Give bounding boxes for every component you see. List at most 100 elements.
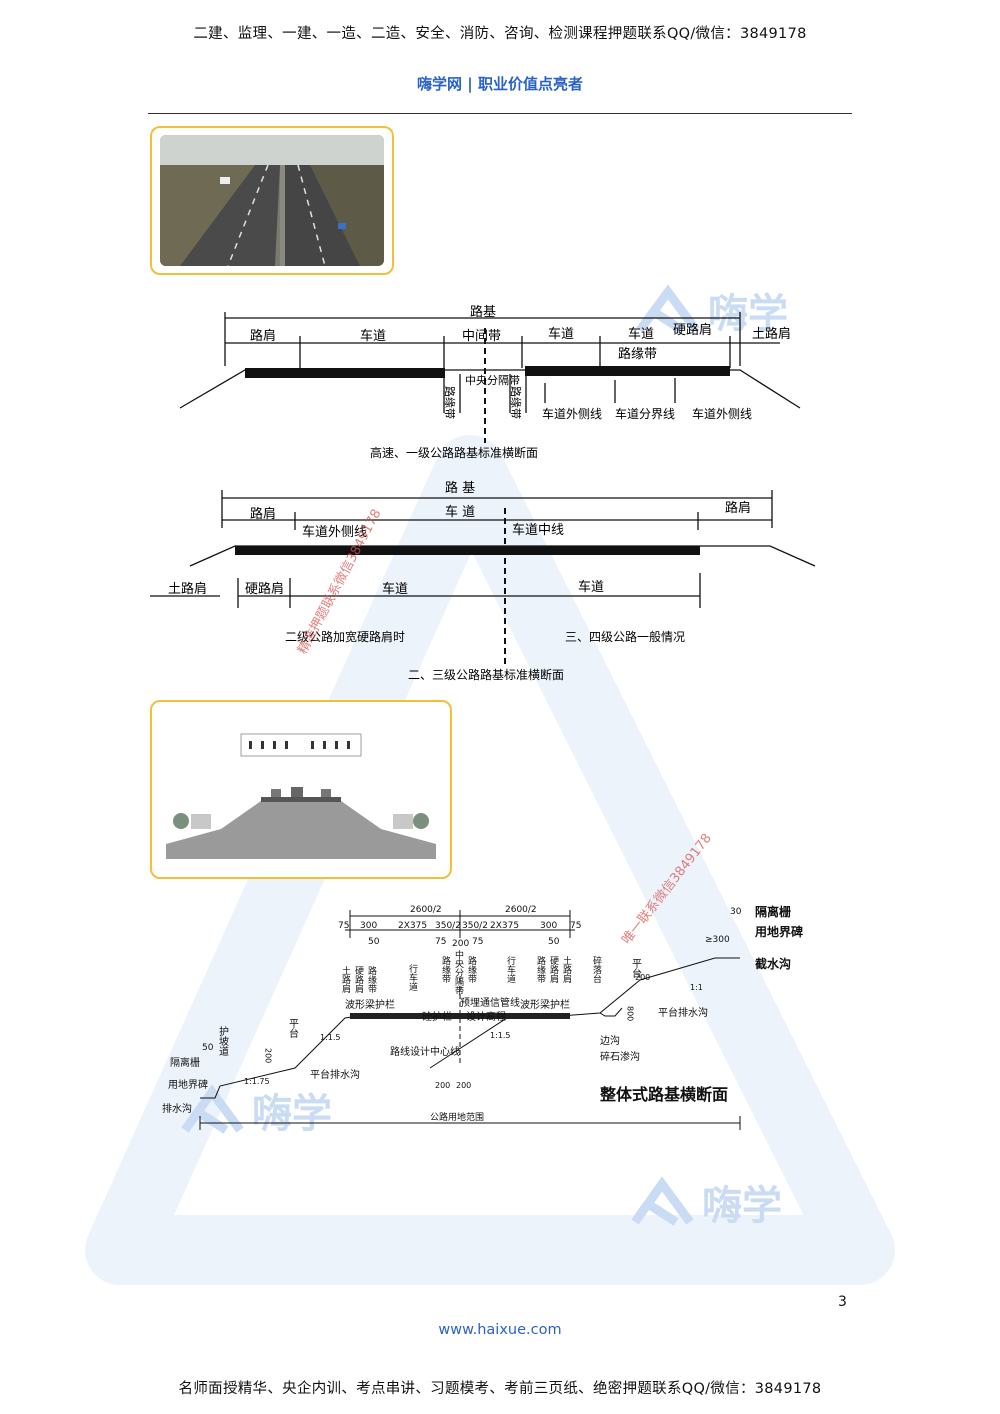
- d3-gravel-seepage: 碎石渗沟: [600, 1050, 640, 1063]
- d3-slope-3: 1:1.75: [244, 1077, 270, 1086]
- d2-label-shoulder-right: 路肩: [725, 500, 751, 516]
- d2-label-lane-left: 车道: [382, 581, 408, 597]
- brand-line: 嗨学网 | 职业价值点亮者: [417, 75, 583, 93]
- d3-platform: 平台: [630, 958, 642, 979]
- d3-intercept-ditch: 截水沟: [755, 956, 791, 971]
- d2-label-carriageway: 车 道: [445, 504, 475, 520]
- d3-dim-10: 75: [570, 921, 581, 931]
- d3-dim-17: ≥300: [705, 935, 730, 945]
- d3-isolation-fence: 隔离栅: [755, 904, 791, 919]
- d3-dim-4: 300: [360, 921, 377, 931]
- d3-slope-4: 1:1: [690, 983, 703, 992]
- d3-col-11: 土路肩: [561, 955, 572, 984]
- highway-photo: [160, 135, 384, 266]
- d3-land-range: 公路用地范围: [430, 1111, 484, 1123]
- watermark-logo-text-1: 嗨学: [708, 291, 788, 337]
- d1-label-lane-left: 车道: [360, 328, 386, 344]
- d3-vdim-1: 200: [264, 1048, 273, 1063]
- d3-dim-16: 30: [730, 907, 742, 917]
- d2-label-lane-center-line: 车道中线: [512, 522, 564, 538]
- d3-dim-3: 75: [338, 921, 349, 931]
- d1-label-edge-strip-left: 路缘带: [443, 386, 456, 419]
- d1-label-lane-right: 车道: [628, 326, 654, 342]
- d2-caption: 二、三级公路路基标准横断面: [408, 667, 564, 682]
- d3-drain-left: 排水沟: [162, 1102, 192, 1115]
- d2-label-lane-right: 车道: [578, 579, 604, 595]
- d2-label-lane-outer-line: 车道外侧线: [302, 524, 367, 540]
- stamp-text-1: 精准押题联系微信3849178: [295, 507, 384, 657]
- d3-dim-7: 350/2: [462, 921, 488, 931]
- d3-col-10: 硬路肩: [548, 956, 559, 984]
- watermark-logo-3: 嗨学: [631, 1176, 782, 1229]
- d3-wave-guardrail-right: 波形梁护栏: [520, 998, 570, 1011]
- d3-boundary-left: 用地界碑: [168, 1078, 208, 1091]
- d1-label-lane-divider-line: 车道分界线: [615, 406, 675, 421]
- d1-label-central-divider: 中央分隔带: [465, 374, 520, 387]
- d3-dim-13: 200: [452, 939, 469, 949]
- top-banner: 二建、监理、一建、一造、二造、安全、消防、咨询、检测课程押题联系QQ/微信：38…: [193, 26, 807, 42]
- d3-dim-8: 2X375: [490, 921, 519, 931]
- d1-label-lane-outer-line-2: 车道外侧线: [692, 406, 752, 421]
- d3-slope-2: 1:1.5: [490, 1031, 511, 1040]
- d1-caption: 高速、一级公路路基标准横断面: [370, 445, 538, 460]
- watermark-logo-text-3: 嗨学: [702, 1183, 782, 1229]
- watermark-logo-2: 嗨学: [181, 1084, 332, 1137]
- d1-label-edge-strip-top: 路缘带: [618, 346, 657, 362]
- d3-vdim-2: 200: [635, 973, 650, 982]
- d3-dim-6: 350/2: [435, 921, 461, 931]
- diagram-integral-subgrade-cross-section: 2600/2 2600/2 75 300 2X375 350/2 350/2 2…: [162, 904, 803, 1130]
- d2-note-right: 三、四级公路一般情况: [565, 629, 685, 644]
- diagram-secondary-road-cross-section: 路 基 路肩 车 道 路肩 车道外侧线 车道中线 土路肩 硬路肩 车道 车道 二…: [150, 480, 816, 682]
- d2-label-hard-shoulder: 硬路肩: [245, 581, 284, 597]
- d3-bottom-dim-1: 200: [435, 1081, 450, 1090]
- d1-label-earth-shoulder: 土路肩: [752, 326, 791, 342]
- d3-dim-1: 2600/2: [410, 905, 442, 915]
- d3-col-3: 路缘带: [366, 965, 377, 994]
- d2-note-left: 二级公路加宽硬路肩时: [285, 629, 405, 644]
- d3-dim-5: 2X375: [398, 921, 427, 931]
- d2-label-earth-shoulder: 土路肩: [168, 581, 207, 597]
- d3-dim-14: 75: [472, 937, 483, 947]
- d3-col-6: 中央分隔带: [453, 949, 464, 996]
- d1-label-median: 中间带: [462, 329, 501, 344]
- d3-bottom-dim-2: 200: [456, 1081, 471, 1090]
- d3-col-2: 硬路肩: [353, 966, 364, 994]
- d3-col-8: 行车道: [505, 955, 516, 984]
- d3-slope-1: 1:1.5: [320, 1033, 341, 1042]
- d3-slope-road: 护坡道: [217, 1025, 229, 1056]
- d1-label-edge-strip-right: 路缘带: [509, 386, 522, 419]
- d1-label-lane-outer-line-1: 车道外侧线: [542, 406, 602, 421]
- d1-label-subgrade: 路基: [470, 304, 496, 320]
- page-number: 3: [838, 1294, 847, 1310]
- d3-vdim-3: 800: [626, 1006, 635, 1021]
- d1-label-hard-shoulder: 硬路肩: [673, 322, 712, 338]
- watermark-logo-text-2: 嗨学: [252, 1091, 332, 1137]
- d3-col-7: 路缘带: [466, 955, 477, 984]
- d3-conduit: 预埋通信管线: [460, 996, 520, 1009]
- d3-wave-guardrail-left: 波形梁护栏: [345, 998, 395, 1011]
- diagram-expressway-cross-section: 路基 路肩 车道 中间带 车道 车道 硬路肩 土路肩 路缘带 路缘带 中央分隔带…: [179, 304, 801, 460]
- d3-col-4: 行车道: [407, 963, 418, 992]
- d3-side-ditch: 边沟: [600, 1034, 620, 1047]
- d3-platform-drain-left: 平台排水沟: [310, 1068, 360, 1081]
- d3-dim-11: 50: [368, 937, 380, 947]
- d3-dim-15: 50: [548, 937, 560, 947]
- d3-dim-12: 75: [435, 937, 446, 947]
- d2-label-subgrade: 路 基: [445, 480, 475, 496]
- d3-dim-9: 300: [540, 921, 557, 931]
- d3-col-12: 碎落台: [591, 955, 602, 984]
- d3-col-9: 路缘带: [535, 955, 546, 984]
- d2-label-shoulder-left: 路肩: [250, 506, 276, 522]
- d3-dim-18: 50: [202, 1043, 214, 1053]
- d3-boundary-marker: 用地界碑: [754, 924, 803, 939]
- d3-fence-left: 隔离栅: [170, 1056, 200, 1069]
- d3-concrete-barrier: 砼护栏: [422, 1010, 452, 1023]
- watermark-logo-1: 嗨学: [636, 284, 788, 337]
- section-photo-frame: [150, 700, 452, 879]
- site-link[interactable]: www.haixue.com: [438, 1322, 562, 1338]
- highway-photo-frame: [150, 126, 394, 275]
- d1-label-shoulder: 路肩: [250, 328, 276, 344]
- d3-design-elevation: 设计高程: [466, 1010, 506, 1023]
- d3-platform-left: 平台: [287, 1018, 299, 1039]
